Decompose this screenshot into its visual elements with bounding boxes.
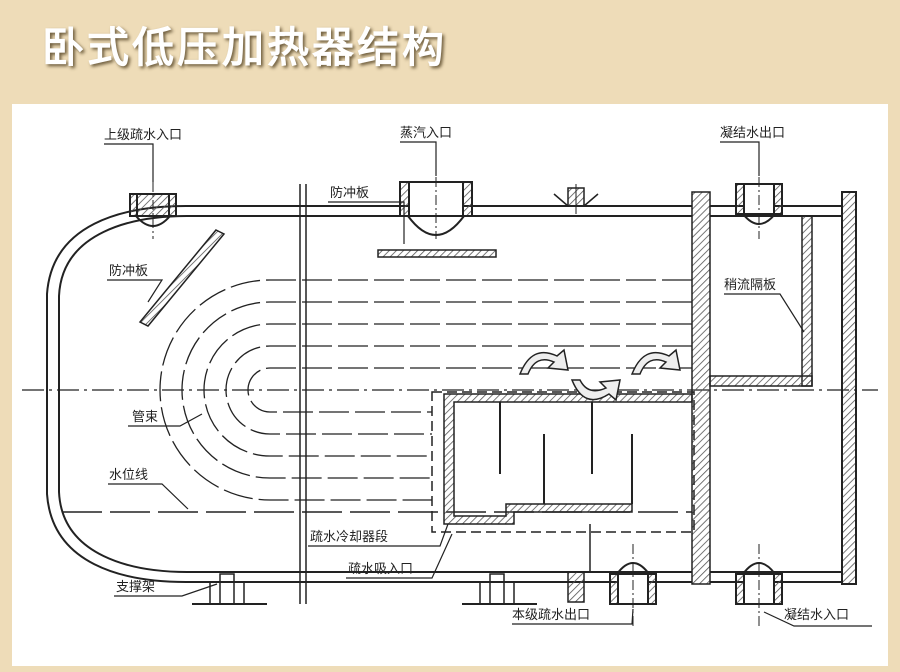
label-upper-drain-inlet: 上级疏水入口 <box>104 128 182 143</box>
label-condensate-outlet: 凝结水出口 <box>720 125 785 141</box>
label-tube-bundle: 管束 <box>132 410 158 425</box>
leader-lines <box>104 141 872 627</box>
label-flow-baffle: 稍流隔板 <box>724 278 776 293</box>
label-steam-inlet: 蒸汽入口 <box>400 126 452 141</box>
drain-suction-inlet-pipe <box>567 524 591 603</box>
tube-bundle <box>159 279 692 501</box>
page-title: 卧式低压加热器结构 <box>42 23 448 72</box>
label-condensate-inlet: 凝结水入口 <box>784 607 849 623</box>
label-lower-drain-outlet: 本级疏水出口 <box>512 608 590 623</box>
label-water-level-line: 水位线 <box>109 468 148 483</box>
label-impingement-plate-top: 防冲板 <box>330 185 369 201</box>
impingement-plate-left <box>138 229 226 327</box>
water-chamber <box>710 191 857 585</box>
lower-drain-outlet-nozzle <box>609 544 657 629</box>
impingement-plate-top <box>377 249 497 258</box>
drain-cooler-section <box>431 391 695 533</box>
upper-drain-inlet-nozzle <box>129 164 177 239</box>
heater-diagram: 上级疏水入口 蒸汽入口 凝结水出口 防冲板 防冲板 稍流隔板 管束 水位线 疏水… <box>22 125 878 629</box>
diagram-canvas: 上级疏水入口 蒸汽入口 凝结水出口 防冲板 防冲板 稍流隔板 管束 水位线 疏水… <box>12 104 888 666</box>
support-right <box>462 573 537 605</box>
condensate-inlet-nozzle <box>735 544 783 629</box>
tube-sheet <box>691 191 711 585</box>
support-left <box>192 573 267 605</box>
label-impingement-plate-left: 防冲板 <box>109 263 148 279</box>
label-drain-suction-inlet: 疏水吸入口 <box>348 562 413 577</box>
flow-arrows <box>518 348 681 402</box>
pass-partition-baffle <box>709 215 813 387</box>
steam-inlet-nozzle <box>399 159 473 239</box>
condensate-outlet-nozzle <box>735 159 783 239</box>
label-drain-cooler-section: 疏水冷却器段 <box>310 530 388 545</box>
label-support: 支撑架 <box>116 580 155 595</box>
section-break <box>299 184 307 604</box>
